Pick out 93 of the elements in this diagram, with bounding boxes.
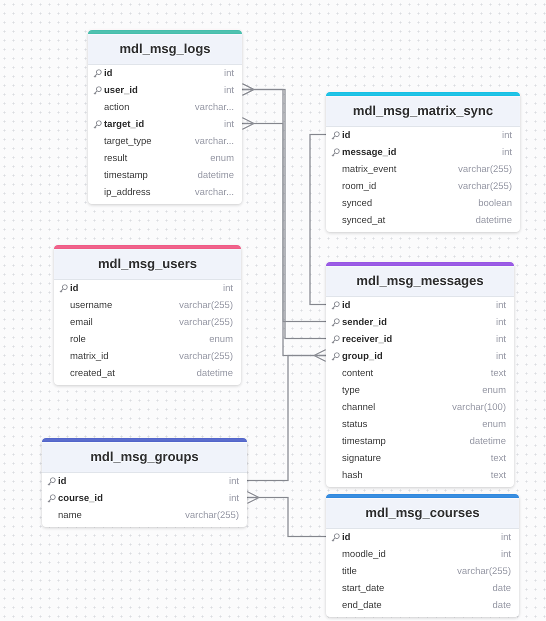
- field-name: type: [342, 384, 360, 397]
- field-name: name: [58, 509, 82, 522]
- field-name: receiver_id: [342, 333, 392, 346]
- table-card: [54, 245, 241, 385]
- field-name: id: [70, 282, 78, 295]
- field-type: varchar(255): [179, 350, 233, 363]
- field-type: varchar(255): [457, 565, 511, 578]
- field-name: ip_address: [104, 186, 150, 199]
- field-name: hash: [342, 469, 363, 482]
- field-type: varchar(100): [452, 401, 506, 414]
- field-name: result: [104, 152, 128, 165]
- field-type: varchar...: [194, 101, 234, 114]
- field-type: varchar(255): [458, 180, 512, 193]
- field-type: int: [228, 492, 239, 505]
- field-type: int: [496, 316, 506, 329]
- field-name: synced: [342, 197, 372, 210]
- field-name: username: [70, 299, 112, 312]
- field-name: status: [342, 418, 368, 431]
- table-title: mdl_msg_groups: [42, 442, 247, 473]
- field-name: user_id: [104, 84, 138, 97]
- table-title: mdl_msg_users: [54, 249, 241, 280]
- table-card: [326, 494, 519, 617]
- field-name: moodle_id: [342, 548, 386, 561]
- relationship-line: [247, 348, 327, 482]
- field-type: enum: [209, 333, 233, 346]
- field-name: room_id: [342, 180, 376, 193]
- field-name: target_type: [104, 135, 152, 148]
- table-title: mdl_msg_courses: [326, 498, 519, 529]
- field-type: int: [496, 333, 506, 346]
- field-type: datetime: [470, 435, 506, 448]
- field-name: id: [342, 531, 350, 544]
- field-type: text: [490, 367, 506, 380]
- field-name: sender_id: [342, 316, 387, 329]
- field-name: content: [342, 367, 374, 380]
- field-type: enum: [210, 152, 234, 165]
- field-type: text: [490, 452, 506, 465]
- field-name: course_id: [58, 492, 103, 505]
- field-name: start_date: [342, 582, 384, 595]
- table-title: mdl_msg_logs: [88, 34, 242, 65]
- field-name: end_date: [342, 599, 382, 612]
- field-name: channel: [342, 401, 376, 414]
- field-type: datetime: [196, 367, 233, 380]
- field-type: varchar(255): [179, 316, 233, 329]
- field-type: varchar(255): [179, 299, 233, 312]
- table-card: [88, 30, 242, 204]
- field-type: boolean: [478, 197, 512, 210]
- relationship-line: [246, 490, 326, 538]
- field-name: title: [342, 565, 357, 578]
- field-name: signature: [342, 452, 382, 465]
- table-card: [326, 262, 514, 487]
- field-type: text: [490, 469, 506, 482]
- field-name: synced_at: [342, 214, 386, 227]
- field-name: role: [70, 333, 86, 346]
- field-name: matrix_event: [342, 163, 396, 176]
- table-card: [326, 92, 520, 232]
- field-type: enum: [482, 418, 506, 431]
- field-type: varchar(255): [458, 163, 512, 176]
- field-name: id: [342, 299, 350, 312]
- field-type: int: [224, 118, 234, 131]
- table-card: [42, 438, 247, 527]
- field-type: int: [224, 67, 234, 80]
- field-name: action: [104, 101, 130, 114]
- field-type: int: [496, 299, 506, 312]
- field-type: date: [492, 582, 511, 595]
- field-type: int: [500, 531, 511, 544]
- field-name: matrix_id: [70, 350, 109, 363]
- field-type: datetime: [476, 214, 512, 227]
- field-type: datetime: [198, 169, 234, 182]
- field-type: int: [224, 84, 234, 97]
- field-type: int: [502, 146, 512, 159]
- field-type: int: [222, 282, 233, 295]
- field-name: timestamp: [104, 169, 148, 182]
- field-name: email: [70, 316, 93, 329]
- field-name: target_id: [104, 118, 144, 131]
- field-type: enum: [482, 384, 506, 397]
- field-name: message_id: [342, 146, 396, 159]
- table-title: mdl_msg_messages: [326, 266, 514, 297]
- field-name: id: [104, 67, 112, 80]
- field-name: group_id: [342, 350, 383, 363]
- field-type: int: [500, 548, 511, 561]
- field-name: id: [58, 475, 66, 488]
- field-type: date: [492, 599, 511, 612]
- field-type: int: [502, 129, 512, 142]
- field-name: id: [342, 129, 350, 142]
- field-type: varchar(255): [185, 509, 239, 522]
- field-type: varchar...: [194, 186, 234, 199]
- field-type: int: [228, 475, 239, 488]
- field-type: varchar...: [194, 135, 234, 148]
- field-type: int: [496, 350, 506, 363]
- field-name: created_at: [70, 367, 115, 380]
- field-name: timestamp: [342, 435, 386, 448]
- relationship-line: [309, 134, 326, 306]
- table-title: mdl_msg_matrix_sync: [326, 96, 520, 127]
